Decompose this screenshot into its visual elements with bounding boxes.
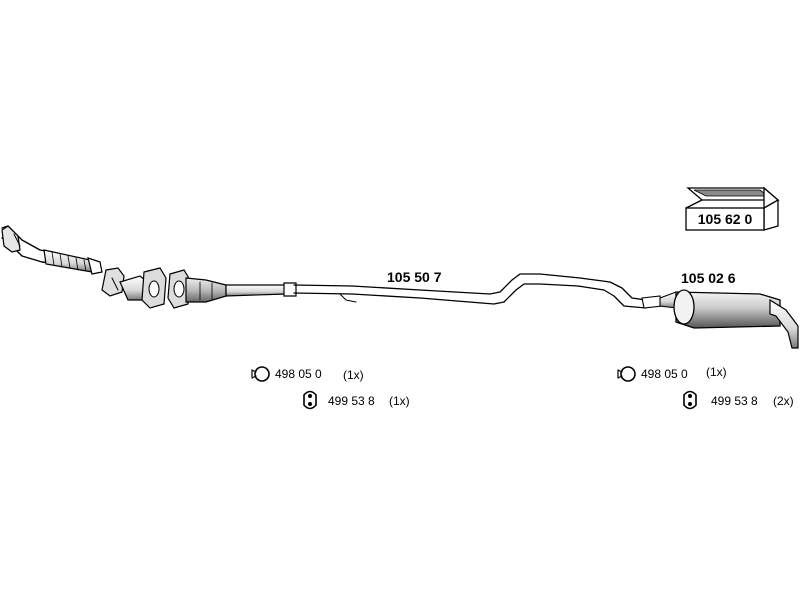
rubber-mount-quantity: (1x) [389,394,410,408]
front-down-pipe [1,225,103,275]
part-number-kit-box: 105 62 0 [698,211,753,227]
clamp-part-number: 498 05 0 [275,367,322,381]
clamp-part-number: 498 05 0 [641,367,688,381]
clamp-icon [251,366,270,382]
rear-silencer [659,289,799,349]
clamp-quantity: (1x) [706,365,727,379]
rubber-mount-part-number: 499 53 8 [328,394,375,408]
hardware-rear: 498 05 0 (1x) 499 53 8 (2x) [617,365,794,410]
clamp-icon [617,366,636,382]
catalytic-converter-assembly [101,267,297,309]
middle-pipe [293,273,663,309]
rubber-mount-icon [303,390,317,410]
hardware-front: 498 05 0 (1x) 499 53 8 (1x) [251,366,410,410]
rubber-mount-part-number: 499 53 8 [711,394,758,408]
kit-box: 105 62 0 [685,186,780,231]
clamp-quantity: (1x) [343,368,364,382]
rubber-mount-icon [683,390,697,410]
part-number-rear-silencer: 105 02 6 [681,270,736,286]
part-number-middle-pipe: 105 50 7 [387,269,442,285]
rubber-mount-quantity: (2x) [773,394,794,408]
